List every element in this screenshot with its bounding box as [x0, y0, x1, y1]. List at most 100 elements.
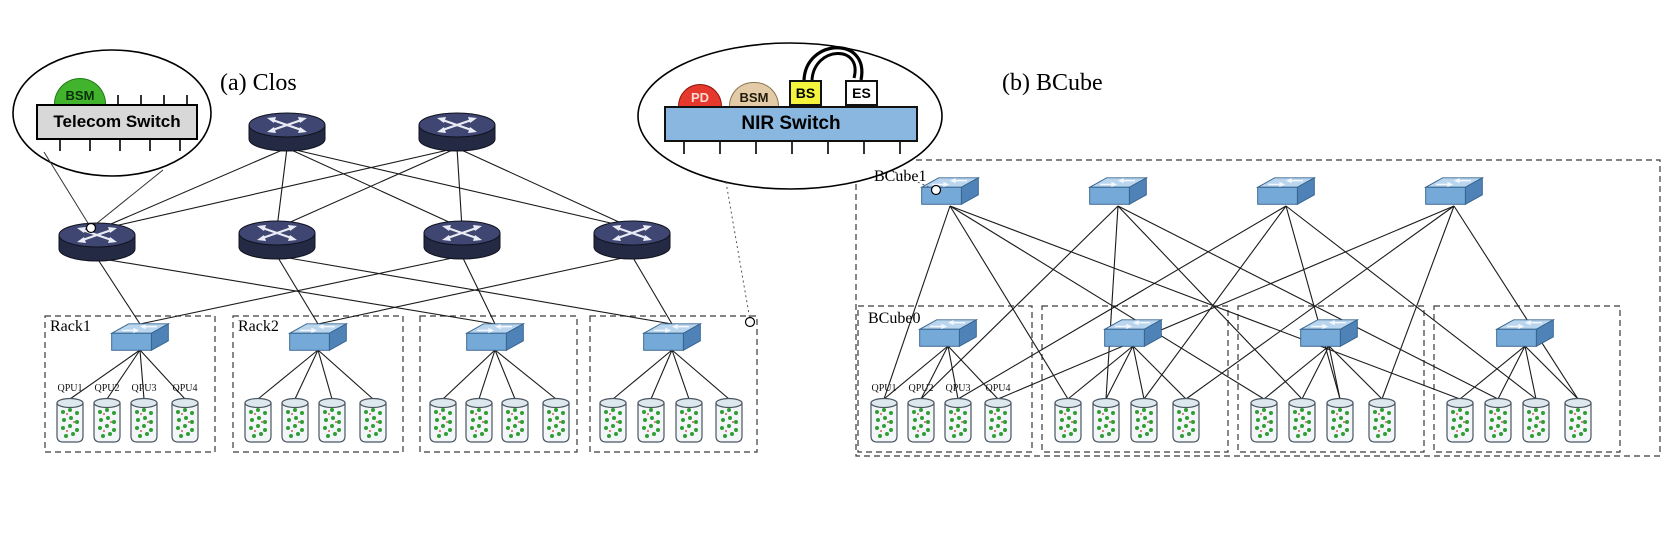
qpu-icon	[244, 397, 272, 443]
bcube0-qpu-link	[1459, 345, 1526, 400]
agg-router-icon	[592, 219, 672, 261]
tor-switch-icon	[642, 323, 702, 352]
rack-box-3	[419, 315, 578, 453]
bcube1-qpu-link	[957, 205, 1287, 400]
bcube0-qpu-link	[1497, 345, 1526, 400]
tor-qpu-link	[69, 349, 141, 400]
bsm-module-label: BSM	[739, 90, 769, 105]
qpu-icon	[56, 397, 84, 443]
panel-a-title: (a) Clos	[220, 70, 297, 96]
rack2-label: Rack2	[238, 318, 279, 335]
tor-qpu-link	[139, 349, 186, 400]
agg-tor-link	[461, 255, 496, 325]
tor-qpu-link	[478, 349, 496, 400]
qpu-icon	[359, 397, 387, 443]
dashed-boxes	[44, 159, 1661, 457]
bcube0-qpu-link	[1524, 345, 1537, 400]
bcube0-group-box-2	[1041, 305, 1229, 453]
bcube1-switch-icon	[1256, 177, 1316, 206]
spine-agg-link	[96, 147, 288, 231]
tor-qpu-link	[257, 349, 319, 400]
bcube0-qpu-link	[1132, 345, 1145, 400]
bcube1-switch-icon	[1088, 177, 1148, 206]
qpu-icon	[171, 397, 199, 443]
spine-agg-link	[286, 147, 463, 229]
fiber-loop	[810, 52, 857, 81]
bcube0-switch-icon	[1299, 319, 1359, 348]
bs-module-box: BS	[789, 80, 822, 106]
qpu-icon	[130, 397, 158, 443]
qpu-icon	[281, 397, 309, 443]
callout-target-marker	[85, 222, 97, 234]
bcube1-qpu-link	[1143, 205, 1287, 400]
agg-tor-link	[631, 255, 673, 325]
tor-qpu-link	[612, 349, 673, 400]
spine-agg-link	[456, 147, 633, 229]
bcube0-qpu-link	[1263, 345, 1330, 400]
tor-switch-icon	[288, 323, 348, 352]
bcube1-qpu-link	[1453, 205, 1579, 400]
telecom-switch-label: Telecom Switch	[53, 112, 181, 131]
bcube1-qpu-link	[949, 205, 1461, 400]
bcube1-switch-icon	[920, 177, 980, 206]
tor-qpu-link	[317, 349, 374, 400]
panel-b-title: (b) BCube	[1002, 70, 1103, 96]
qpu-icon	[1368, 397, 1396, 443]
bcube1-qpu-link	[997, 205, 1455, 400]
bcube1-qpu-link	[883, 205, 951, 400]
qpu-icon	[715, 397, 743, 443]
tor-qpu-link	[494, 349, 516, 400]
bcube1-qpu-link	[1117, 205, 1499, 400]
bcube0-label: BCube0	[868, 310, 921, 327]
agg-tor-link	[96, 257, 496, 325]
qpu-icon	[599, 397, 627, 443]
bcube1-qpu-link	[1117, 205, 1303, 400]
agg-tor-link	[276, 255, 673, 325]
agg-router-icon	[237, 219, 317, 261]
qpu-icon	[1288, 397, 1316, 443]
bcube0-qpu-link	[1301, 345, 1330, 400]
bcube-qpu4-label: QPU4	[985, 383, 1011, 394]
bcube0-switch-icon	[918, 319, 978, 348]
rack-box-2	[232, 315, 404, 453]
fiber-loop	[802, 46, 864, 81]
agg-tor-link	[139, 255, 463, 325]
rack-box-4	[589, 315, 758, 453]
tor-qpu-link	[294, 349, 319, 400]
bcube-qpu1-label: QPU1	[871, 383, 897, 394]
qpu-icon	[1564, 397, 1592, 443]
spine-router-icon	[247, 111, 327, 153]
qpu-icon	[637, 397, 665, 443]
bcube0-qpu-link	[1067, 345, 1134, 400]
bcube0-qpu-link	[1328, 345, 1383, 400]
clos-qpu4-label: QPU4	[172, 383, 198, 394]
qpu-icon	[907, 397, 935, 443]
callout-pointer-line	[43, 151, 92, 229]
qpu-icon	[1522, 397, 1550, 443]
qpu-icon	[1054, 397, 1082, 443]
bcube0-qpu-link	[1132, 345, 1187, 400]
callout-pointer-line	[90, 169, 164, 229]
bcube0-qpu-link	[1524, 345, 1579, 400]
bcube0-switch-icon	[1495, 319, 1555, 348]
qpu-icon	[1484, 397, 1512, 443]
qpu-icon	[1326, 397, 1354, 443]
qpu-icon	[542, 397, 570, 443]
bcube1-qpu-link	[1285, 205, 1341, 400]
bcube0-qpu-link	[1328, 345, 1341, 400]
agg-router-icon	[57, 221, 137, 263]
bcube0-qpu-link	[920, 345, 949, 400]
spine-agg-link	[456, 147, 463, 229]
bcube1-label: BCube1	[874, 168, 927, 185]
qpu-icon	[1092, 397, 1120, 443]
qpu-icon	[944, 397, 972, 443]
qpu-icon	[1446, 397, 1474, 443]
qpu-icon	[1130, 397, 1158, 443]
bcube0-qpu-link	[1105, 345, 1134, 400]
callout-target-marker	[930, 184, 942, 196]
bcube-qpu2-label: QPU2	[908, 383, 934, 394]
callout-pointer-line	[894, 171, 932, 189]
tor-qpu-link	[671, 349, 690, 400]
bcube1-qpu-link	[920, 205, 1119, 400]
